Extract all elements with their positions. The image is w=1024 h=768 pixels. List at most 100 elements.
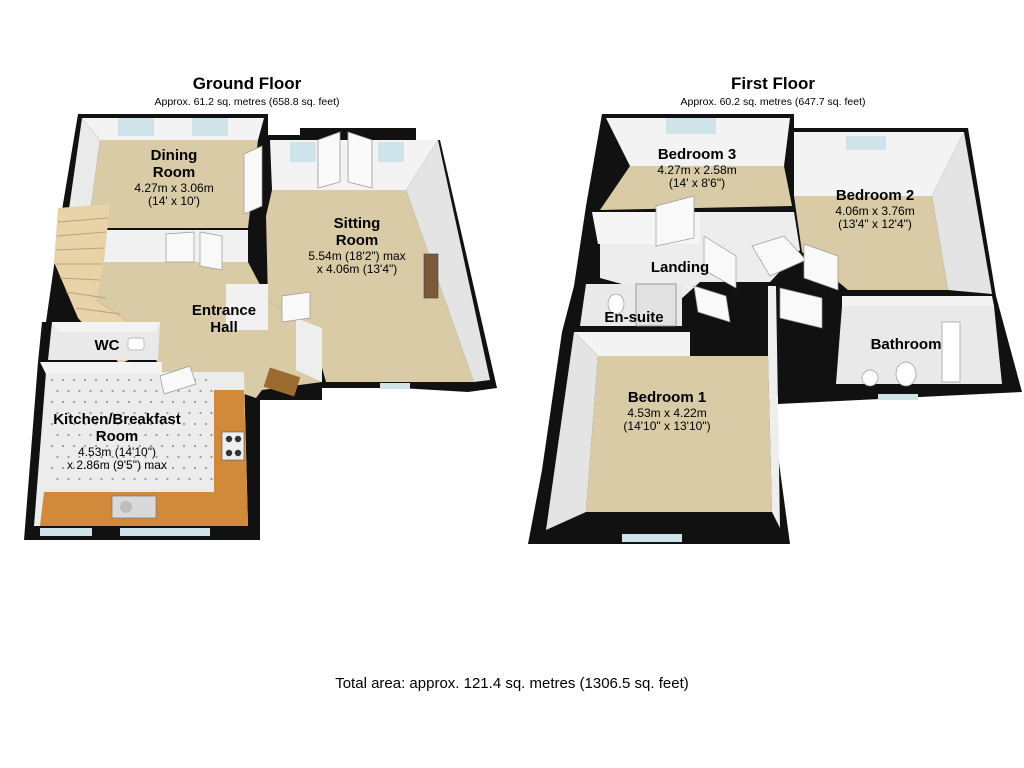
bedroom-1-floor <box>586 356 772 512</box>
tile-dot <box>149 400 153 404</box>
tile-dot <box>138 378 142 382</box>
tile-dot <box>171 422 175 426</box>
tile-dot <box>182 422 186 426</box>
tile-dot <box>100 477 103 481</box>
tile-dot <box>72 444 76 448</box>
entrance-hall-name: Hall <box>210 318 238 336</box>
hob <box>221 431 245 461</box>
bedroom-3-name: Bedroom 3 <box>657 146 737 163</box>
tile-dot <box>122 455 125 459</box>
dining-room-back-wall <box>82 118 264 140</box>
tile-dot <box>61 444 65 448</box>
tile-dot <box>149 444 153 448</box>
tile-dot <box>67 389 70 393</box>
bedroom-2-dimensions: (13'4" x 12'4") <box>838 217 912 232</box>
tile-dot <box>89 433 92 437</box>
tile-dot <box>61 378 65 382</box>
kitchen-dimensions: x 2.86m (9'5") max <box>67 458 167 473</box>
tile-dot <box>188 411 191 415</box>
tile-dot <box>83 378 87 382</box>
dining-room-label: Dining Room 4.27m x 3.06m (14' x 10') <box>134 147 214 209</box>
en-suite-toilet <box>607 293 625 315</box>
tile-dot <box>182 466 186 470</box>
kitchen-floor <box>34 372 248 526</box>
tile-dot <box>138 444 142 448</box>
tile-dot <box>155 411 158 415</box>
tile-dot <box>116 400 120 404</box>
bedroom-3-floor <box>600 166 792 210</box>
tile-dot <box>122 389 125 393</box>
tile-dot <box>133 455 136 459</box>
tile-dot <box>78 389 81 393</box>
wc-name: WC <box>94 337 120 354</box>
tile-dot <box>155 433 158 437</box>
tile-dot <box>111 411 114 415</box>
dining-room-dimensions: (14' x 10') <box>148 194 200 209</box>
bedroom-1-name: Bedroom 1 <box>627 389 707 406</box>
bathroom-window <box>878 394 918 400</box>
total-area: Total area: approx. 121.4 sq. metres (13… <box>335 675 689 692</box>
tile-dot <box>89 411 92 415</box>
tile-dot <box>50 378 54 382</box>
door <box>165 231 195 263</box>
tile-dot <box>210 477 213 481</box>
door <box>803 243 839 291</box>
tile-dot <box>94 422 98 426</box>
tile-dot <box>111 455 114 459</box>
tile-dot <box>133 411 136 415</box>
bedroom-3-window <box>666 118 716 134</box>
bedroom-2-window <box>846 136 886 150</box>
wc-label: WC <box>94 337 120 355</box>
dining-room-dimensions: 4.27m x 3.06m <box>134 180 214 195</box>
tile-dot <box>204 466 208 470</box>
door <box>655 195 695 247</box>
door <box>703 235 737 289</box>
en-suite-shower <box>635 283 677 327</box>
tile-dot <box>78 433 81 437</box>
tile-dot <box>149 378 153 382</box>
tile-dot <box>122 477 125 481</box>
tile-dot <box>144 455 147 459</box>
en-suite-label: En-suite <box>604 309 664 327</box>
bath <box>941 321 961 383</box>
kitchen-window <box>40 528 92 536</box>
fireplace <box>423 253 439 299</box>
door <box>159 365 197 395</box>
tile-dot <box>193 466 197 470</box>
tile-dot <box>160 400 164 404</box>
tile-dot <box>199 389 202 393</box>
hall-inner-wall <box>226 284 268 330</box>
tile-dot <box>122 411 125 415</box>
tile-dot <box>89 389 92 393</box>
tile-dot <box>166 477 169 481</box>
en-suite-name: En-suite <box>604 309 664 326</box>
bedroom-1-left-wall <box>546 332 598 530</box>
bedroom-1-dimensions: 4.53m x 4.22m <box>627 405 707 420</box>
tile-dot <box>122 433 125 437</box>
tile-dot <box>199 411 202 415</box>
tile-dot <box>72 378 76 382</box>
tile-dot <box>199 433 202 437</box>
tile-dot <box>56 411 59 415</box>
tile-dot <box>204 378 208 382</box>
tile-dot <box>210 433 213 437</box>
tile-dot <box>160 466 164 470</box>
entrance-hall-name: Entrance <box>191 302 257 319</box>
tile-dot <box>78 477 81 481</box>
sitting-room-name: Room <box>335 231 379 249</box>
tile-dot <box>89 477 92 481</box>
bedroom-2-back-wall <box>794 132 964 196</box>
tile-dot <box>56 455 59 459</box>
tile-dot <box>166 455 169 459</box>
landing-name: Landing <box>650 259 710 276</box>
tile-dot <box>105 444 109 448</box>
dining-room-floor <box>88 140 258 228</box>
door-mat <box>263 367 301 397</box>
tile-dot <box>210 455 213 459</box>
kitchen-name: Kitchen/Breakfast <box>53 411 181 428</box>
tile-dot <box>160 444 164 448</box>
tile-dot <box>61 466 65 470</box>
tile-dot <box>100 389 103 393</box>
tile-dot <box>100 455 103 459</box>
